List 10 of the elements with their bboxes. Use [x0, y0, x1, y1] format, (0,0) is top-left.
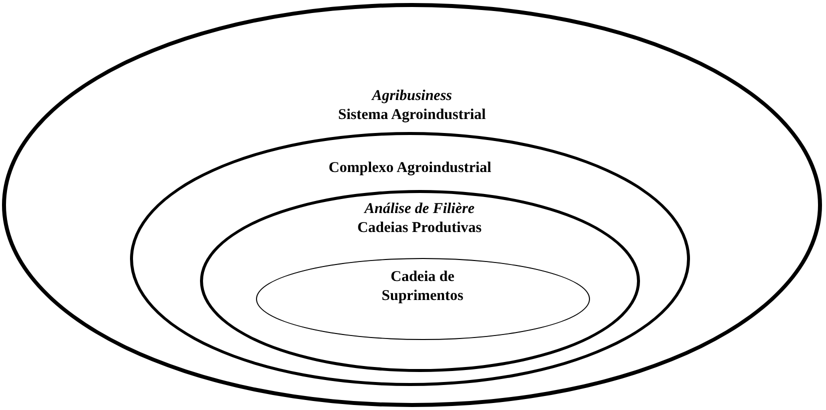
- ellipse-label: Complexo Agroindustrial: [328, 159, 492, 178]
- ellipse-label: Sistema Agroindustrial: [338, 106, 486, 125]
- ellipse: [130, 132, 690, 386]
- ellipse-label: Agribusiness: [372, 87, 452, 106]
- ellipse-label: Cadeias Produtivas: [357, 218, 482, 238]
- ellipse: [2, 3, 822, 407]
- ellipse: [256, 258, 590, 340]
- ellipse-label: Cadeia de Suprimentos: [380, 268, 464, 306]
- ellipse-label: Análise de Filière: [364, 200, 474, 218]
- ellipse: [200, 190, 640, 372]
